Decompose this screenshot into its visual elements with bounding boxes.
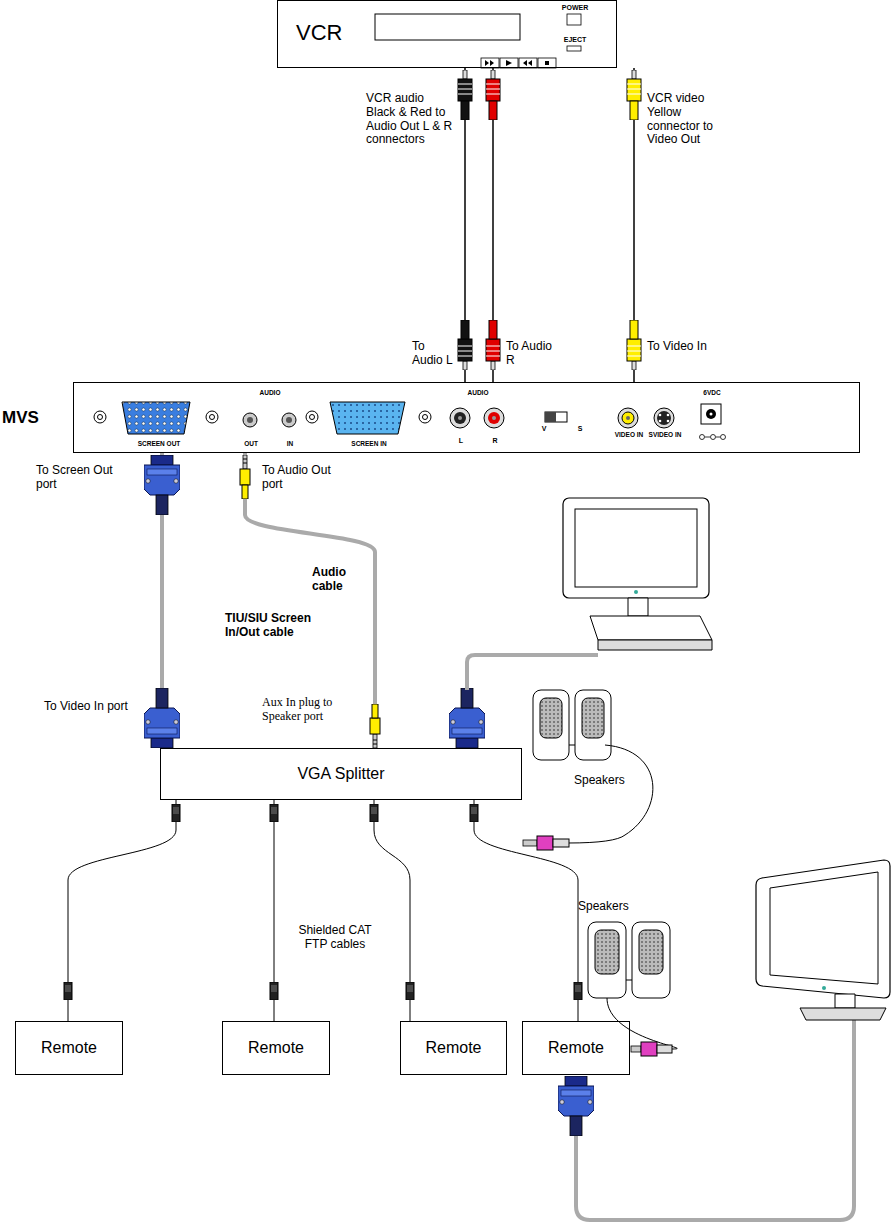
cable [245,453,375,748]
callout-label: Audio cable [312,566,368,594]
callout-label: TIU/SIU Screen In/Out cable [225,612,325,640]
panel-label: EJECT [564,36,587,44]
cable [374,800,410,1021]
callout-label: To Video In port [44,700,139,714]
node-title: MVS [2,409,39,428]
node-title: Remote [248,1039,304,1057]
panel-label: VIDEO IN [614,431,644,438]
callout-label: To Audio Out port [262,464,352,492]
panel-label: AUDIO [468,389,489,396]
callout-label: To Audio R [506,340,556,368]
panel-label: SCREEN OUT [138,440,181,447]
panel-label: L [459,437,463,445]
node-title: Remote [425,1039,481,1057]
panel-label: IN [287,440,294,447]
callout-label: Aux In plug to Speaker port [262,696,364,724]
node-title: VCR [296,21,342,45]
panel-label: 6VDC [703,389,720,396]
cable [68,800,176,1021]
callout-label: Shielded CAT FTP cables [290,924,380,952]
remote-box: Remote [400,1021,507,1075]
callout-label: VCR audio Black & Red to Audio Out L & R… [366,92,456,147]
cable [474,800,578,1021]
node-title: VGA Splitter [297,765,384,783]
callout-label: Speakers [574,774,644,788]
vga-splitter-box: VGA Splitter [160,748,522,800]
remote-box: Remote [222,1021,330,1075]
remote-box: Remote [522,1021,630,1075]
callout-label: To Screen Out port [36,464,136,492]
panel-label: S [578,425,583,433]
vcr-front-panel: VCR POWER EJECT [277,0,617,68]
panel-label: V [542,425,547,433]
node-title: Remote [548,1039,604,1057]
panel-label: SCREEN IN [351,440,386,447]
panel-label: AUDIO [260,389,281,396]
callout-label: To Audio L [412,340,456,368]
node-title: Remote [41,1039,97,1057]
panel-label: SVIDEO IN [648,431,682,438]
callout-label: To Video In [647,340,707,354]
remote-box: Remote [15,1021,123,1075]
callout-label: VCR video Yellow connector to Video Out [647,92,727,147]
mvs-back-panel: MVSSCREEN OUTAUDIOOUTINSCREEN INAUDIOLRV… [73,382,860,453]
panel-label: OUT [244,440,258,447]
panel-label: R [492,437,497,445]
callout-label: Speakers [578,900,648,914]
panel-label: POWER [562,4,588,12]
